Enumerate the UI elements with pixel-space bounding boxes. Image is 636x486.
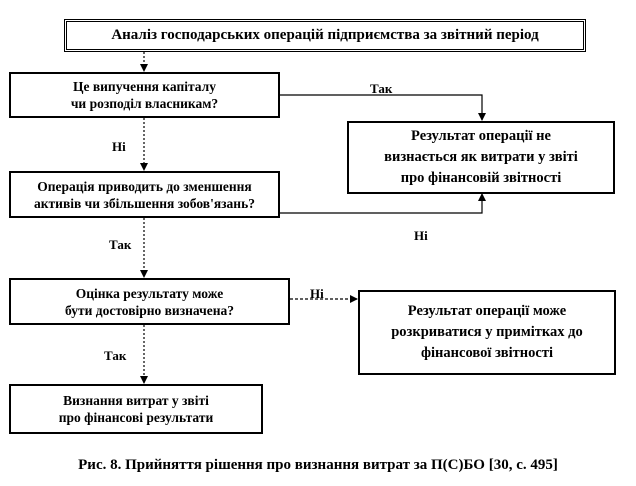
outcome-expense-recognized: Визнання витрат у звіті про фінансові ре… xyxy=(9,384,263,434)
decision-assets-liabilities-label: Операція приводить до зменшення активів … xyxy=(34,178,255,211)
label-q2-no: Ні xyxy=(414,228,428,243)
outcome-expense-recognized-label: Визнання витрат у звіті про фінансові ре… xyxy=(58,393,214,425)
outcome-not-expense: Результат операції не визнається як витр… xyxy=(347,121,615,194)
decision-reliable-estimate: Оцінка результату може бути достовірно в… xyxy=(9,278,290,325)
label-q1-yes: Так xyxy=(370,81,393,96)
label-q3-yes: Так xyxy=(104,348,127,363)
outcome-not-expense-label: Результат операції не визнається як витр… xyxy=(384,128,578,186)
decision-reliable-estimate-label: Оцінка результату може бути достовірно в… xyxy=(64,285,235,318)
edge-q1-yes-to-result xyxy=(280,94,486,121)
decision-capital-withdrawal: Це випучення капіталу чи розподіл власни… xyxy=(9,72,280,118)
title-box-label: Аналіз господарських операцій підприємст… xyxy=(111,27,539,43)
outcome-disclose-notes-label: Результат операції може розкриватися у п… xyxy=(391,303,583,361)
figure-caption: Рис. 8. Прийняття рішення про визнання в… xyxy=(78,457,558,473)
decision-assets-liabilities: Операція приводить до зменшення активів … xyxy=(9,171,280,218)
label-q1-no: Ні xyxy=(112,139,126,154)
label-q3-no: Ні xyxy=(310,286,324,301)
outcome-disclose-notes: Результат операції може розкриватися у п… xyxy=(358,290,616,375)
decision-capital-withdrawal-label: Це випучення капіталу чи розподіл власни… xyxy=(70,79,219,111)
title-box: Аналіз господарських операцій підприємст… xyxy=(64,19,586,52)
label-q2-yes: Так xyxy=(109,237,132,252)
edge-q2-no-to-result xyxy=(280,193,486,214)
